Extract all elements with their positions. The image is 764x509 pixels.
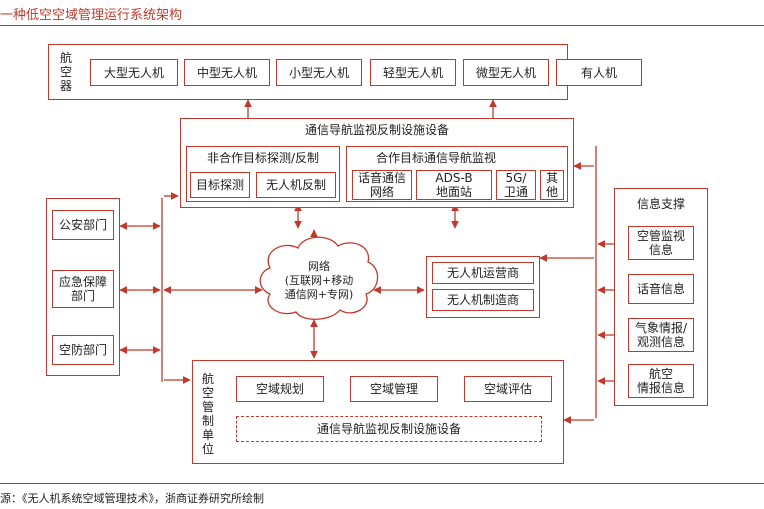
- aero-info: 航空 情报信息: [628, 364, 694, 398]
- airspace-management: 空域管理: [350, 376, 438, 402]
- network-label: 网络 (互联网+移动 通信网+专网): [284, 260, 354, 301]
- info-support-title: 信息支撑: [636, 197, 685, 211]
- uav-operator: 无人机运营商: [432, 262, 534, 284]
- police-dept: 公安部门: [52, 210, 114, 240]
- aircraft-micro: 微型无人机: [463, 59, 549, 86]
- source-note: 源：《无人机系统空域管理技术》，浙商证券研究所绘制: [0, 492, 264, 505]
- page-title: 一种低空空域管理运行系统架构: [0, 8, 183, 23]
- management-cns-dashed: 通信导航监视反制设施设备: [236, 416, 542, 442]
- uav-manufacturer: 无人机制造商: [432, 289, 534, 311]
- cns-title: 通信导航监视反制设施设备: [304, 123, 449, 137]
- network-cloud: [259, 236, 379, 320]
- coop-title: 合作目标通信导航监视: [375, 151, 496, 165]
- airspace-planning: 空域规划: [236, 376, 324, 402]
- footer-divider: [0, 483, 764, 484]
- management-label: 航 空 管 制 单 位: [201, 372, 214, 456]
- uav-countermeasure: 无人机反制: [256, 172, 336, 198]
- target-detection: 目标探测: [190, 172, 250, 198]
- 5g-satcom: 5G/ 卫通: [496, 170, 536, 200]
- noncoop-title: 非合作目标探测/反制: [206, 151, 320, 165]
- aircraft-small: 小型无人机: [276, 59, 362, 86]
- airdefense-dept: 空防部门: [52, 335, 114, 365]
- other-cns: 其 他: [540, 170, 564, 200]
- aircraft-manned: 有人机: [556, 59, 642, 86]
- voice-network: 话音通信 网络: [352, 170, 412, 200]
- adsb-station: ADS-B 地面站: [416, 170, 492, 200]
- title-divider: [0, 25, 764, 26]
- aircraft-light: 轻型无人机: [370, 59, 456, 86]
- aircraft-label: 航 空 器: [59, 51, 72, 93]
- weather-info: 气象情报/ 观测信息: [628, 318, 694, 352]
- aircraft-medium: 中型无人机: [184, 59, 270, 86]
- aircraft-large: 大型无人机: [90, 59, 178, 86]
- atc-surveillance-info: 空管监视 信息: [628, 226, 694, 260]
- airspace-evaluation: 空域评估: [464, 376, 552, 402]
- emergency-dept: 应急保障 部门: [52, 270, 114, 308]
- voice-info: 话音信息: [628, 274, 694, 304]
